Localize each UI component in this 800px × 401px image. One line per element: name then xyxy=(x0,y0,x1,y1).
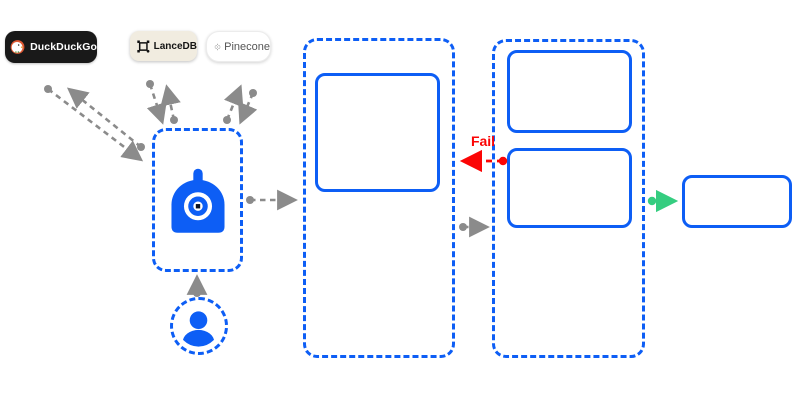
person-icon xyxy=(182,311,215,347)
middle-inner-box xyxy=(315,73,440,192)
duckduckgo-label: DuckDuckGo xyxy=(30,41,97,53)
lancedb-label: LanceDB xyxy=(153,40,197,52)
arrow-lancedb-to-agent xyxy=(146,80,167,125)
duckduckgo-badge: DuckDuckGo xyxy=(5,31,97,63)
arrow-agent-to-middle xyxy=(246,189,298,211)
arrow-agent-to-duckduckgo xyxy=(66,87,145,151)
agent-container xyxy=(152,128,243,272)
arrow-user-to-agent xyxy=(186,274,208,297)
arrow-pinecone-to-agent xyxy=(238,89,258,125)
fail-label: Fail xyxy=(470,133,496,149)
right-inner-top-box xyxy=(507,50,632,133)
right-container xyxy=(492,39,645,358)
pinecone-badge: Pinecone xyxy=(206,31,271,62)
pinecone-label: Pinecone xyxy=(224,40,270,53)
pinecone-icon xyxy=(214,43,221,50)
lancedb-icon xyxy=(137,39,150,53)
arrow-agent-to-pinecone xyxy=(223,84,244,124)
arrow-duckduckgo-to-agent xyxy=(44,85,144,162)
user-avatar xyxy=(170,297,228,355)
middle-container xyxy=(303,38,455,358)
lancedb-badge: LanceDB xyxy=(130,31,197,61)
robot-icon xyxy=(170,168,225,233)
arrow-middle-to-right xyxy=(459,216,490,238)
right-inner-bottom-box xyxy=(507,148,632,228)
arrow-agent-to-lancedb xyxy=(160,84,181,124)
result-box xyxy=(682,175,792,228)
arrow-right-to-result xyxy=(647,189,679,213)
duckduckgo-icon xyxy=(10,40,25,54)
